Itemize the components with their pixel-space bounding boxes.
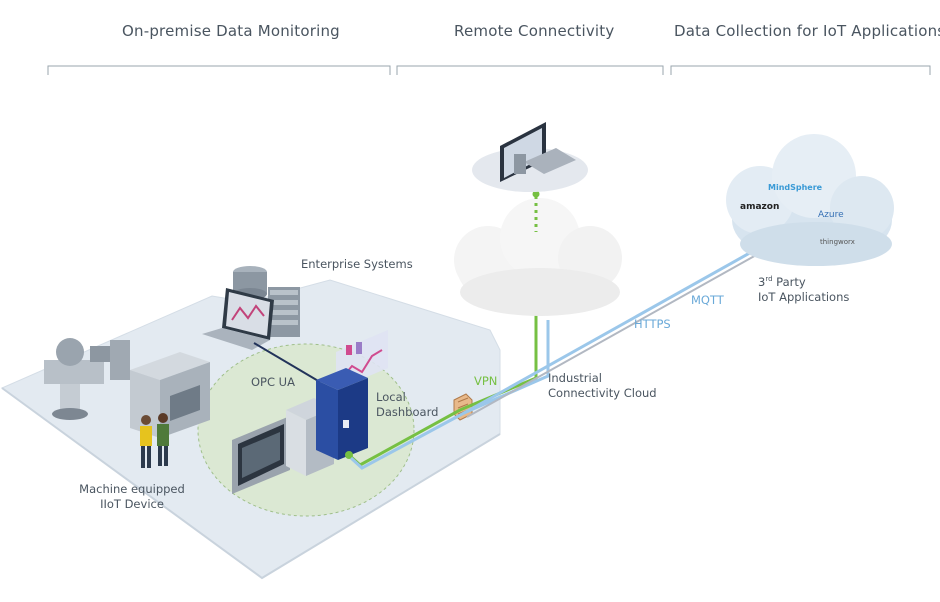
enterprise-cable [253,342,321,383]
label-local-dashboard: Local Dashboard [376,390,438,420]
amazon-logo: amazon [740,202,780,212]
third-party-num: 3 [758,274,766,289]
label-industrial-cloud-line2: Connectivity Cloud [548,386,657,400]
label-machine-line1: Machine equipped [79,482,185,496]
label-opc-ua: OPC UA [251,375,295,389]
workers [140,413,169,468]
label-machine-line2: IIoT Device [100,497,164,511]
label-industrial-cloud: Industrial Connectivity Cloud [548,371,657,401]
label-industrial-cloud-line1: Industrial [548,371,602,385]
label-third-party: 3rd Party IoT Applications [758,272,849,305]
iiot-device [316,368,368,460]
remote-workstation [472,122,588,192]
hmi-panel [232,416,290,494]
industrial-connectivity-cloud [454,198,622,316]
section-on-premise: On-premise Data Monitoring [122,22,340,40]
platform-edge [1,387,501,580]
label-third-party-line1: 3rd Party [758,272,849,290]
section-iot-data-collection: Data Collection for IoT Applications [674,22,940,40]
server-stack [233,266,300,337]
enterprise-laptop [202,288,274,350]
industrial-machine [44,338,210,438]
label-mqtt: MQTT [691,293,724,307]
label-local-dashboard-line2: Dashboard [376,405,439,419]
mindsphere-logo: MindSphere [768,183,823,192]
remote-access-node [532,190,540,198]
label-https: HTTPS [634,317,671,331]
iot-cloud [726,134,894,266]
third-party-text: Party [772,274,806,289]
label-local-dashboard-line1: Local [376,390,406,404]
label-third-party-line2: IoT Applications [758,289,850,304]
azure-logo: Azure [818,210,844,220]
third-party-sup: rd [765,275,773,283]
label-enterprise-systems: Enterprise Systems [301,257,413,271]
label-machine: Machine equipped IIoT Device [70,482,194,512]
section-remote-connectivity: Remote Connectivity [454,22,615,40]
section-brackets [47,65,931,75]
thingworx-logo: thingworx [820,238,855,246]
https-connection [349,234,784,470]
label-vpn: VPN [474,374,498,388]
